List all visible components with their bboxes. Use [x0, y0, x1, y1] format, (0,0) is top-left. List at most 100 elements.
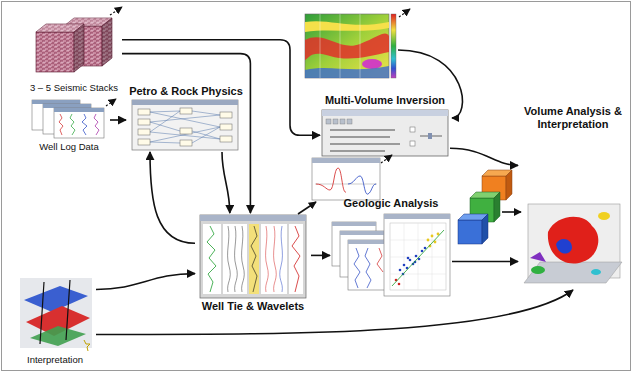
crossplot-window	[384, 214, 450, 296]
rock-physics-window	[132, 100, 238, 150]
wavelet-window	[348, 176, 376, 194]
seismic-cubes	[74, 24, 84, 72]
node-label: Volume Analysis & Interpretation	[521, 105, 625, 131]
volume-cubes	[458, 220, 482, 244]
well-tie-window	[200, 215, 306, 298]
well-log-windows	[59, 114, 63, 135]
seismic-cubes	[36, 32, 74, 72]
crossplot-window	[392, 230, 444, 286]
crossplot-window	[431, 235, 434, 238]
flow-arrow	[96, 274, 195, 290]
flow-arrow	[96, 290, 573, 335]
inversion-dialog	[330, 130, 400, 151]
interpretation-view	[24, 286, 88, 312]
geologic-log-windows	[332, 222, 376, 226]
volume-cubes	[458, 170, 521, 244]
volume-figure: Volume Analysis & Interpretation	[518, 104, 628, 290]
rock-physics-window	[132, 100, 238, 105]
inversion-map	[399, 9, 410, 17]
crossplot-window	[409, 259, 412, 262]
crossplot-window	[421, 250, 424, 253]
inversion-dialog	[322, 110, 448, 116]
rock-physics-window	[180, 128, 192, 134]
well-tie-window	[289, 224, 303, 294]
well-tie-window	[261, 224, 287, 294]
rock-physics-window	[132, 100, 238, 150]
flow-arrow	[122, 54, 250, 213]
flow-arrow	[110, 119, 126, 121]
well-tie-window	[280, 226, 283, 292]
well-log-windows	[70, 114, 75, 135]
well-tie-window	[207, 226, 216, 292]
seismic-cubes	[102, 18, 112, 66]
volume-result-view	[524, 204, 622, 283]
rock-physics-window	[180, 108, 192, 114]
crossplot-window	[427, 233, 440, 248]
geologic-log-windows	[332, 222, 392, 290]
volume-cubes	[506, 170, 512, 200]
crossplot-window	[398, 283, 401, 286]
node-label: Well Log Data	[39, 141, 99, 152]
rock-physics-window	[138, 139, 150, 145]
inversion-dialog	[326, 119, 352, 124]
geologic-log-windows	[340, 231, 384, 235]
crossplot-window	[407, 257, 410, 260]
wavelet-window	[315, 184, 377, 185]
inversion-figure: Multi-Volume Inversion	[320, 93, 450, 158]
inversion-dialog	[326, 119, 331, 124]
flow-arrow	[311, 255, 330, 257]
well-log-windows	[32, 99, 116, 138]
interpretation-view	[84, 340, 90, 351]
well-log-windows	[54, 108, 104, 112]
inversion-map	[305, 66, 389, 78]
volume-result-view	[556, 239, 572, 254]
seismic-cubes	[102, 18, 112, 66]
inversion-map	[398, 50, 462, 118]
crossplot-window	[384, 214, 450, 296]
node-label: Geologic Analysis	[344, 197, 439, 210]
inversion-map	[305, 14, 389, 78]
seismic-cubes	[74, 24, 84, 72]
inversion-map	[362, 59, 382, 69]
rock-physics-window	[138, 119, 150, 125]
flow-arrow	[450, 148, 518, 165]
volume-result-view	[548, 217, 598, 264]
crossplot-window	[384, 214, 450, 219]
flow-arrow	[150, 152, 195, 243]
geologic-log-windows	[377, 248, 383, 272]
well-tie-window	[249, 224, 259, 294]
well-log-windows	[94, 114, 99, 135]
well-tie-window	[251, 226, 257, 292]
inversion-dialog	[333, 119, 338, 124]
inversion-map	[305, 21, 389, 32]
rock-physics-window	[150, 111, 220, 143]
inversion-map	[320, 14, 360, 78]
inversion-dialog	[428, 133, 432, 139]
volume-cubes	[487, 228, 498, 229]
volume-result-view	[598, 212, 610, 220]
rock-physics-window	[220, 112, 232, 118]
crossplot-window	[415, 255, 418, 258]
well-tie-window	[266, 226, 277, 292]
inversion-map	[391, 14, 396, 78]
rock-physics-window	[138, 129, 150, 135]
volume-result-view	[524, 262, 622, 283]
seismic-figure: 3 – 5 Seismic Stacks	[26, 8, 122, 94]
rock-physics-window	[220, 124, 232, 130]
volume-result-view	[531, 266, 545, 274]
rock-physics-window	[220, 136, 232, 142]
well-log-windows	[82, 114, 87, 135]
node-label: Multi-Volume Inversion	[325, 94, 445, 107]
wavelet-window	[381, 155, 392, 163]
crossplot-window	[399, 269, 402, 272]
crossplot-window	[390, 223, 446, 290]
node-label: Petro & Rock Physics	[129, 85, 243, 98]
wavelet-window	[312, 155, 392, 200]
well-log-windows	[32, 100, 80, 104]
node-label: 3 – 5 Seismic Stacks	[30, 82, 118, 93]
well-log-windows	[43, 104, 91, 108]
well-log-figure: Well Log Data	[28, 98, 110, 153]
